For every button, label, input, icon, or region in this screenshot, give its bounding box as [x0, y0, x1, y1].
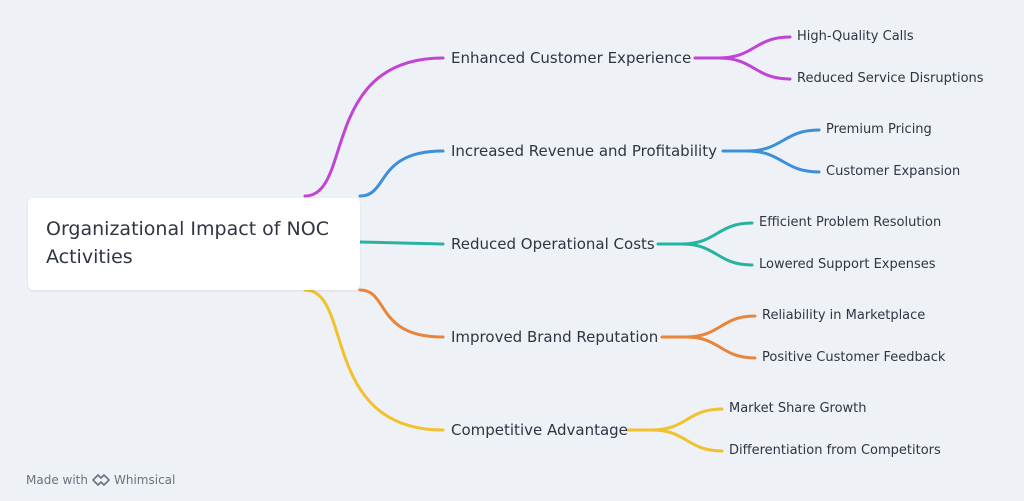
connector-branch-4-leaf-1	[684, 314, 757, 339]
whimsical-brand: Whimsical	[113, 473, 176, 487]
connector-root-branch-5	[303, 288, 445, 432]
made-with-text: Made with	[26, 473, 88, 487]
branch-1-label[interactable]: Enhanced Customer Experience	[451, 49, 692, 67]
footer-credit: Made with Whimsical	[26, 473, 175, 487]
leaf-3-2-label[interactable]: Lowered Support Expenses	[759, 257, 936, 272]
root-node[interactable]: Organizational Impact of NOC Activities	[28, 198, 360, 290]
leaf-5-1-label[interactable]: Market Share Growth	[729, 401, 867, 416]
leaf-2-2-label[interactable]: Customer Expansion	[826, 164, 961, 179]
connector-branch-1-leaf-2	[717, 56, 792, 81]
root-node-label: Organizational Impact of NOC Activities	[46, 218, 329, 268]
leaf-3-1-label[interactable]: Efficient Problem Resolution	[759, 215, 942, 230]
connector-root-branch-4	[358, 288, 445, 339]
connector-root-branch-3	[358, 240, 445, 246]
connector-branch-5-leaf-1	[650, 407, 724, 432]
connector-branch-3-leaf-1	[680, 221, 754, 246]
connector-branch-1-leaf-1	[717, 35, 792, 60]
leaf-5-2-label[interactable]: Differentiation from Competitors	[729, 443, 941, 458]
connector-branch-4-leaf-2	[684, 335, 757, 360]
connector-root-branch-1	[303, 56, 445, 198]
leaf-2-1-label[interactable]: Premium Pricing	[826, 122, 932, 137]
connector-branch-5-leaf-2	[650, 428, 724, 453]
whimsical-logo-icon	[92, 474, 110, 486]
connector-branch-2-leaf-1	[745, 128, 821, 153]
branch-5-label[interactable]: Competitive Advantage	[451, 421, 628, 439]
leaf-1-1-label[interactable]: High-Quality Calls	[797, 29, 914, 44]
branch-4-label[interactable]: Improved Brand Reputation	[451, 328, 659, 346]
branch-3-label[interactable]: Reduced Operational Costs	[451, 235, 655, 253]
leaf-1-2-label[interactable]: Reduced Service Disruptions	[797, 71, 984, 86]
branch-2-label[interactable]: Increased Revenue and Profitability	[451, 142, 717, 160]
leaf-4-1-label[interactable]: Reliability in Marketplace	[762, 308, 926, 323]
connector-root-branch-2	[358, 149, 445, 198]
leaf-4-2-label[interactable]: Positive Customer Feedback	[762, 350, 946, 365]
connector-branch-3-leaf-2	[680, 242, 754, 267]
connector-branch-2-leaf-2	[745, 149, 821, 174]
